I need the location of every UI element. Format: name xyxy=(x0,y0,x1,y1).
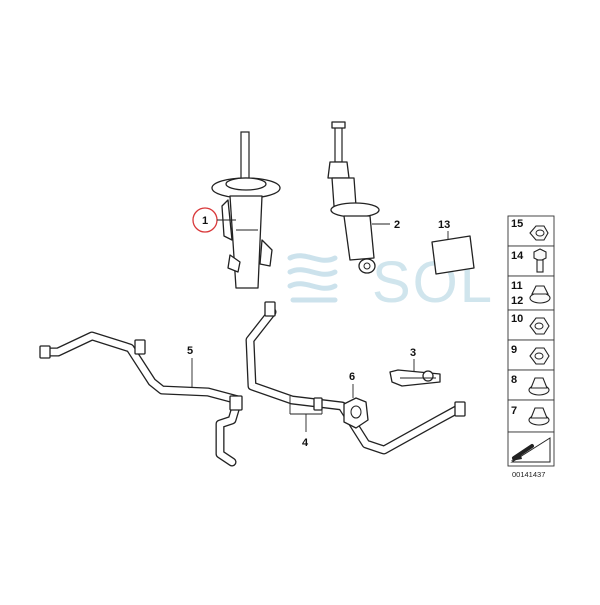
label-plate-part-13: 13 xyxy=(431,219,475,275)
hardware-label-15: 15 xyxy=(511,218,523,230)
swing-support-part-3 xyxy=(389,369,441,387)
hardware-cell-14 xyxy=(507,245,555,277)
diagram-id: 00141437 xyxy=(512,470,545,479)
front-strut-part-1 xyxy=(211,131,281,289)
callout-6: 6 xyxy=(349,371,355,383)
bracket-leader-4 xyxy=(289,396,323,432)
hex-nut-icon xyxy=(529,317,550,335)
callout-5: 5 xyxy=(187,345,193,357)
callout-13: 13 xyxy=(438,219,450,231)
hardware-label-8: 8 xyxy=(511,374,517,386)
hex-bolt-icon xyxy=(533,248,547,273)
hardware-label-9: 9 xyxy=(511,344,517,356)
flange-nut-icon xyxy=(528,377,550,396)
callout-4: 4 xyxy=(302,437,309,449)
flange-nut-icon xyxy=(529,285,551,304)
hardware-label-11: 11 xyxy=(511,280,523,292)
stabilizer-bar-part-5 xyxy=(39,331,243,467)
hardware-label-10: 10 xyxy=(511,313,523,325)
watermark-text: SOL xyxy=(372,250,494,315)
hardware-panel: 15 14 11 12 10 9 8 xyxy=(507,215,555,467)
rear-shock-absorber-part-2 xyxy=(327,121,380,274)
hardware-label-7: 7 xyxy=(511,405,517,417)
callout-1: 1 xyxy=(202,215,208,227)
wedge-symbol-icon xyxy=(510,437,551,463)
callout-3: 3 xyxy=(410,347,416,359)
rubber-mounting-part-6 xyxy=(343,397,369,429)
watermark-logo-icon xyxy=(287,253,338,303)
hardware-label-12: 12 xyxy=(511,295,523,307)
stabilizer-bar-part-4 xyxy=(245,301,466,455)
flange-nut-icon xyxy=(528,407,550,426)
hardware-label-14: 14 xyxy=(511,250,524,262)
hex-nut-icon xyxy=(529,225,549,241)
callout-2: 2 xyxy=(394,219,400,231)
hex-nut-icon xyxy=(529,347,550,365)
